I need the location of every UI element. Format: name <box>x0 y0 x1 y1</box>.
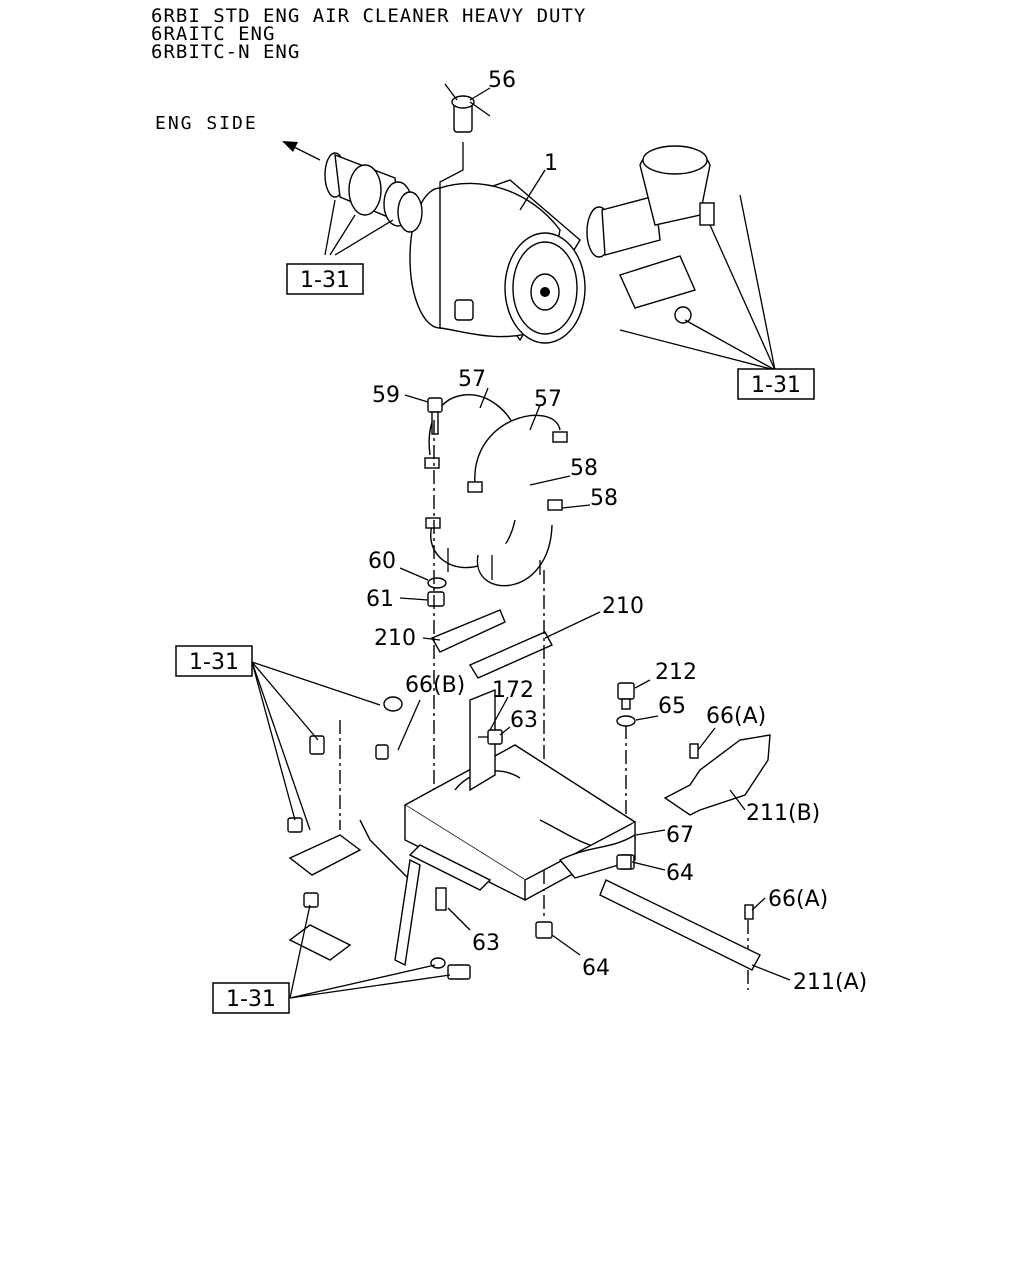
callout-64: 64 <box>582 956 610 981</box>
ref-box-2[interactable]: 1-31 <box>737 368 815 400</box>
callout-56: 56 <box>488 68 516 93</box>
spacer-part <box>468 631 553 679</box>
band-bolt-part <box>427 397 443 435</box>
washer-part <box>616 715 636 727</box>
callout-57: 57 <box>534 387 562 412</box>
callout-66a: 66(A) <box>768 887 828 912</box>
callout-211a: 211(A) <box>793 970 867 995</box>
frame-bracket-part <box>287 696 492 967</box>
callout-61: 61 <box>366 587 394 612</box>
outlet-elbow-part <box>586 145 715 324</box>
callout-172: 172 <box>492 678 534 703</box>
bolt-part <box>435 887 447 911</box>
washer-part <box>430 957 446 969</box>
callout-58: 58 <box>590 486 618 511</box>
nut-part <box>427 591 445 607</box>
heat-shield-part <box>663 734 771 816</box>
ref-box-4[interactable]: 1-31 <box>212 982 290 1014</box>
spacer-part <box>430 609 506 653</box>
screw-part <box>744 904 754 920</box>
callout-66b: 66(B) <box>405 673 465 698</box>
callout-58: 58 <box>570 456 598 481</box>
leader-lines <box>251 87 791 999</box>
callout-212: 212 <box>655 660 697 685</box>
nut-part <box>616 854 632 870</box>
mounting-band-part <box>424 394 568 587</box>
header-line-3: 6RBITC-N ENG <box>151 41 301 63</box>
bolt-part <box>447 964 471 980</box>
nut-part <box>535 921 553 939</box>
ref-box-3[interactable]: 1-31 <box>175 645 253 677</box>
ref-box-1[interactable]: 1-31 <box>286 263 364 295</box>
callout-65: 65 <box>658 694 686 719</box>
eng-side-arrow-icon <box>282 141 321 161</box>
inlet-hose-clamp-part <box>324 152 423 233</box>
callout-64: 64 <box>666 861 694 886</box>
eng-side-label: ENG SIDE <box>155 113 258 134</box>
callout-66a: 66(A) <box>706 704 766 729</box>
svg-text:1-31: 1-31 <box>226 987 276 1012</box>
header-line-1: 6RBI STD ENG AIR CLEANER HEAVY DUTY <box>151 5 587 27</box>
callout-67: 67 <box>666 823 694 848</box>
screw-part <box>689 743 699 759</box>
callout-59: 59 <box>372 383 400 408</box>
callout-60: 60 <box>368 549 396 574</box>
callout-210: 210 <box>374 626 416 651</box>
callout-57: 57 <box>458 367 486 392</box>
restriction-indicator-part <box>439 83 491 200</box>
air-cleaner-body-part <box>409 179 586 344</box>
svg-text:1-31: 1-31 <box>751 373 801 398</box>
callout-63: 63 <box>510 708 538 733</box>
header-line-2: 6RAITC ENG <box>151 23 276 45</box>
washer-part <box>427 577 447 589</box>
mounting-bracket-part <box>403 688 637 902</box>
bolt-part <box>487 729 503 745</box>
callout-1: 1 <box>544 151 558 176</box>
svg-text:1-31: 1-31 <box>300 268 350 293</box>
heat-shield-part <box>599 879 761 971</box>
bolt-part <box>617 682 635 700</box>
callout-63: 63 <box>472 931 500 956</box>
callout-211b: 211(B) <box>746 801 820 826</box>
svg-text:1-31: 1-31 <box>189 650 239 675</box>
callout-210: 210 <box>602 594 644 619</box>
